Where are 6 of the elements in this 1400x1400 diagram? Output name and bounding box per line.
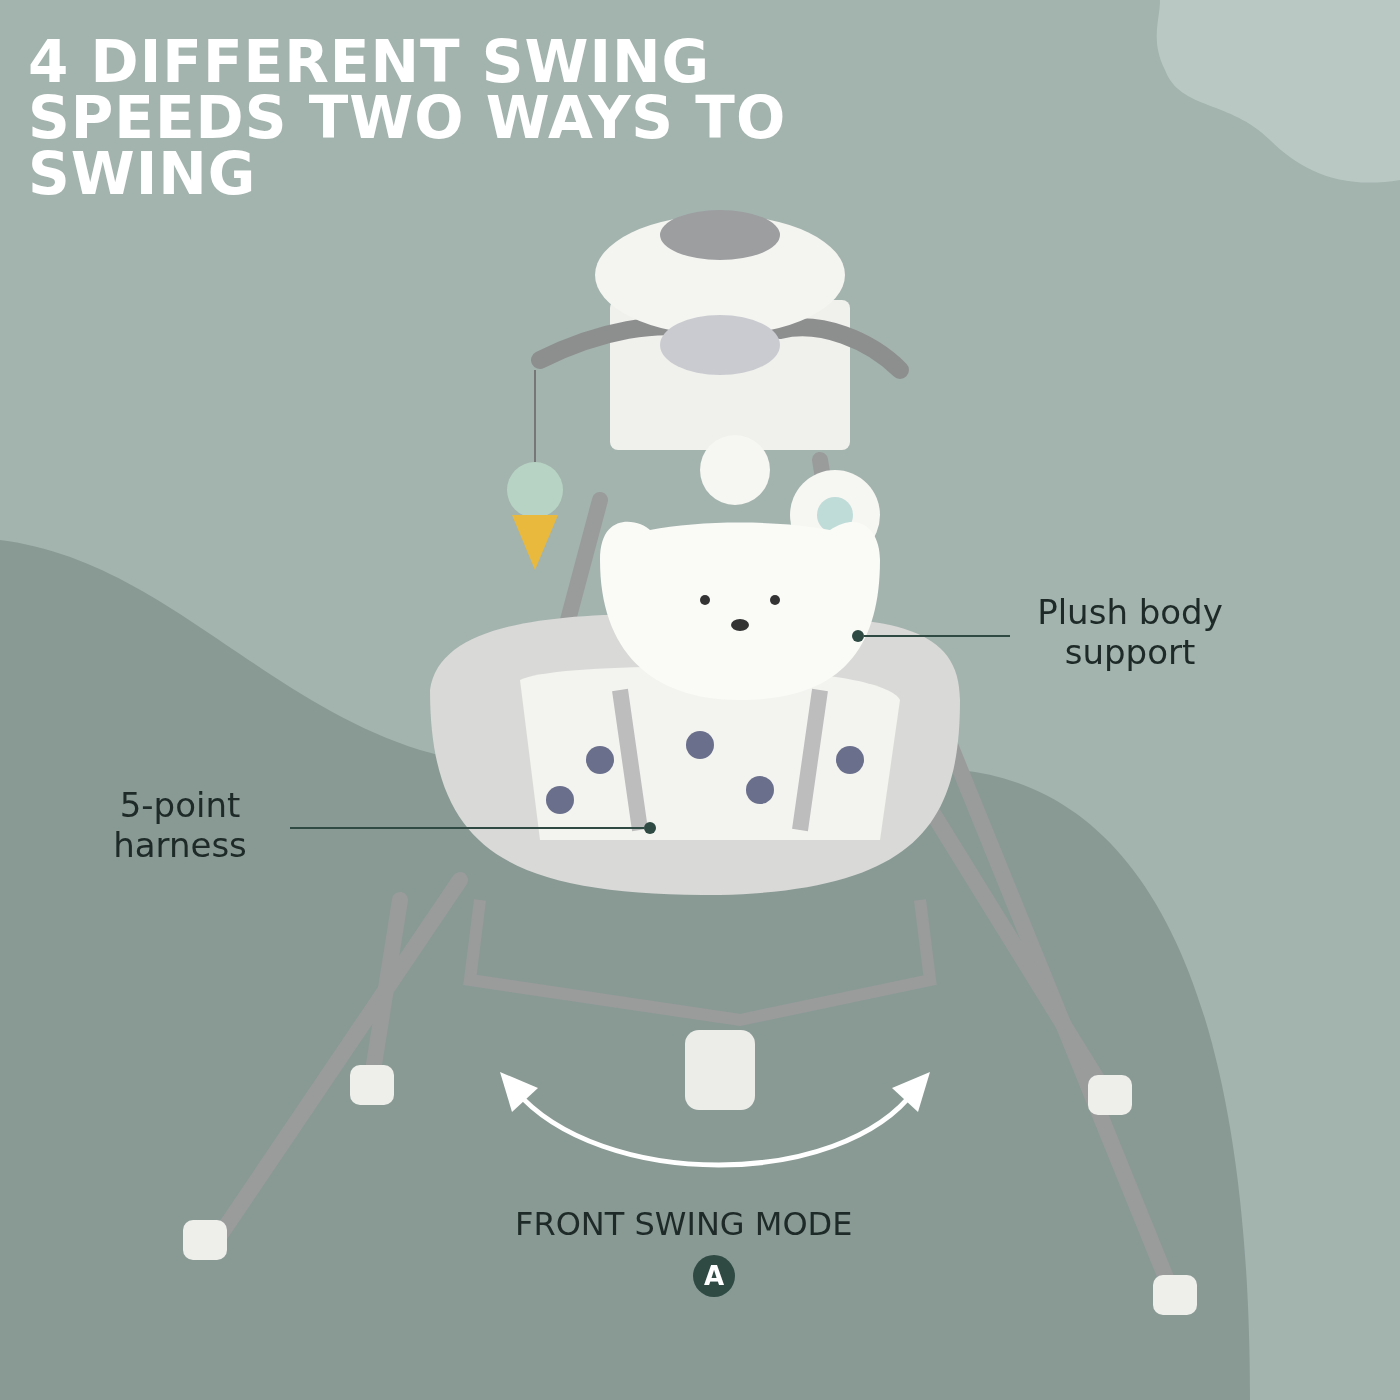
callout-text: Plush body support bbox=[1010, 592, 1250, 672]
leader-line bbox=[863, 635, 1011, 637]
title: 4 DIFFERENT SWING SPEEDS TWO WAYS TO SWING bbox=[28, 34, 788, 202]
leader-line bbox=[289, 827, 645, 829]
callout-text: 5-point harness bbox=[90, 785, 270, 865]
mode-label: FRONT SWING MODE bbox=[515, 1205, 853, 1243]
